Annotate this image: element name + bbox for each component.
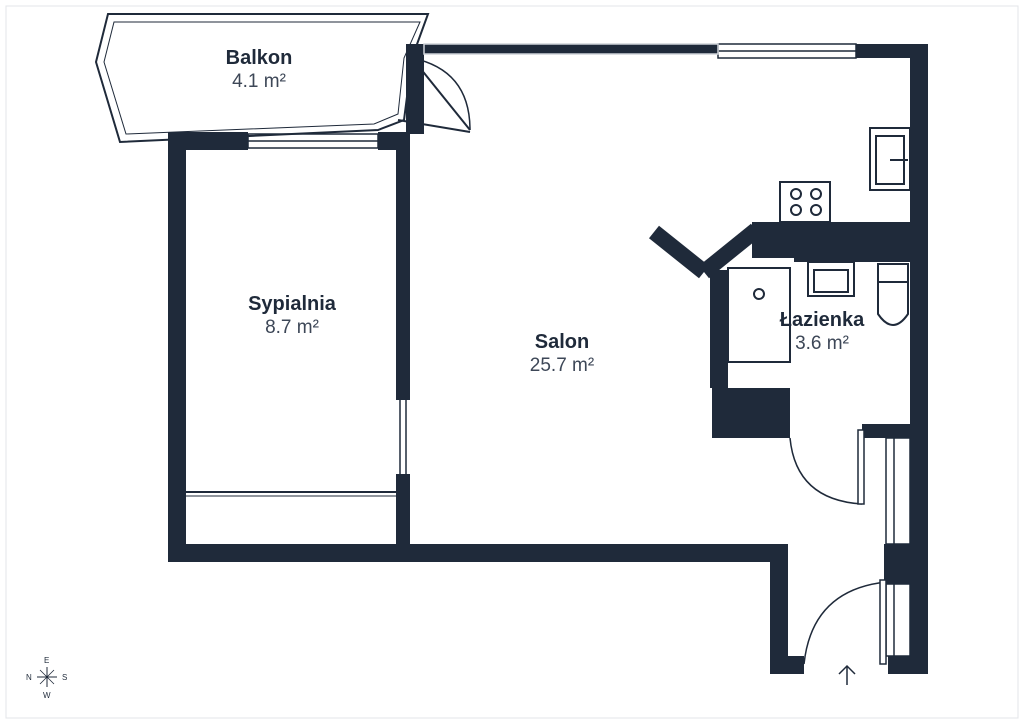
page-frame: [5, 5, 1019, 719]
kitchen-sink: [869, 127, 911, 191]
balcony: [94, 13, 430, 144]
room-name: Salon: [534, 331, 590, 353]
bathroom-sink: [807, 261, 855, 297]
compass-s: S: [62, 673, 68, 682]
room-area: 3.6 m²: [795, 333, 849, 354]
room-name: Balkon: [225, 47, 293, 69]
compass-star-icon: [37, 667, 57, 687]
room-area: 4.1 m²: [232, 71, 286, 92]
wardrobe: [186, 491, 396, 497]
entry-arrow-icon: [838, 664, 856, 685]
shower: [727, 267, 791, 363]
toilet: [877, 263, 909, 326]
bathroom-door: [789, 429, 865, 505]
room-area: 25.7 m²: [529, 355, 595, 376]
compass-w: W: [43, 691, 51, 700]
room-label-sypialnia: Sypialnia 8.7 m²: [248, 292, 336, 340]
room-label-balkon: Balkon 4.1 m²: [226, 46, 293, 94]
walls: [168, 44, 928, 674]
entrance-wardrobe: [885, 437, 911, 657]
room-name: Łazienka: [779, 309, 865, 331]
windows: [247, 43, 857, 149]
stove: [779, 181, 831, 223]
diagonal-wall: [649, 223, 762, 279]
room-name: Sypialnia: [248, 293, 336, 315]
room-area: 8.7 m²: [265, 317, 319, 338]
entrance-door: [803, 579, 887, 665]
room-label-salon: Salon 25.7 m²: [530, 330, 594, 378]
bedroom-door: [399, 400, 407, 474]
compass: E N S W: [24, 654, 70, 700]
compass-e: E: [44, 656, 50, 665]
compass-n: N: [26, 673, 32, 682]
room-label-lazienka: Łazienka 3.6 m²: [780, 308, 864, 356]
